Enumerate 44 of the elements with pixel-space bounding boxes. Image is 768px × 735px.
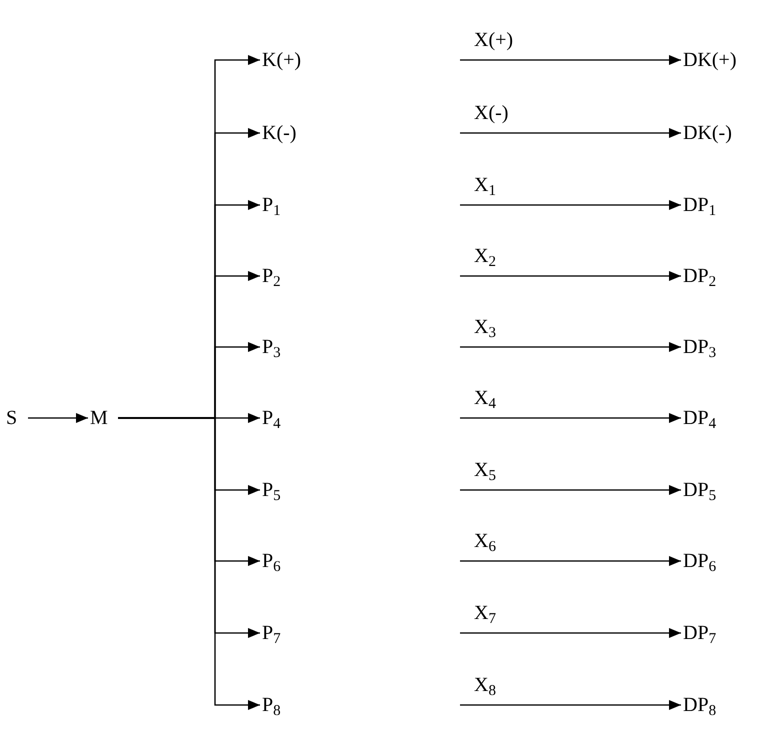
node-label: DP$_{7}$ [683, 618, 765, 648]
edge-label: X$_{7}$ [472, 603, 498, 623]
node-label: P$_{5}$ [262, 475, 324, 505]
node-label: DP$_{3}$ [683, 332, 765, 362]
arrow [460, 628, 681, 638]
node-label: DP$_{2}$ [683, 261, 765, 291]
edge-label: X(-) [472, 103, 510, 123]
edge-label: X$_{2}$ [472, 246, 498, 266]
node-label: DP$_{8}$ [683, 690, 765, 720]
edge-label: X(+) [472, 30, 516, 50]
edge-label: X$_{4}$ [472, 388, 498, 408]
edge-label: X$_{6}$ [472, 531, 498, 551]
arrow [460, 485, 681, 495]
node-label: DK(-) [683, 118, 765, 148]
node-label: P$_{6}$ [262, 546, 324, 576]
node-label: P$_{7}$ [262, 618, 324, 648]
arrow [460, 556, 681, 566]
node-label: P$_{2}$ [262, 261, 324, 291]
node-label: S [6, 403, 28, 433]
node-label: P$_{1}$ [262, 190, 324, 220]
node-label: DP$_{4}$ [683, 403, 765, 433]
arrow [460, 413, 681, 423]
edge-label: X$_{5}$ [472, 460, 498, 480]
arrow [460, 128, 681, 138]
node-label: P$_{8}$ [262, 690, 324, 720]
node-label: DP$_{5}$ [683, 475, 765, 505]
arrow [28, 413, 88, 423]
edge-label: X$_{3}$ [472, 317, 498, 337]
node-label: K(-) [262, 118, 324, 148]
node-label: DP$_{6}$ [683, 546, 765, 576]
node-label: P$_{3}$ [262, 332, 324, 362]
node-label: K(+) [262, 45, 324, 75]
edge-label: X$_{8}$ [472, 675, 498, 695]
arrow [460, 271, 681, 281]
arrow [118, 417, 260, 710]
arrow [460, 700, 681, 710]
node-label: DP$_{1}$ [683, 190, 765, 220]
arrow [460, 55, 681, 65]
node-label: M [90, 403, 118, 433]
edge-label: X$_{1}$ [472, 175, 498, 195]
node-label: DK(+) [683, 45, 765, 75]
node-label: P$_{4}$ [262, 403, 324, 433]
arrow [460, 200, 681, 210]
arrow [460, 342, 681, 352]
